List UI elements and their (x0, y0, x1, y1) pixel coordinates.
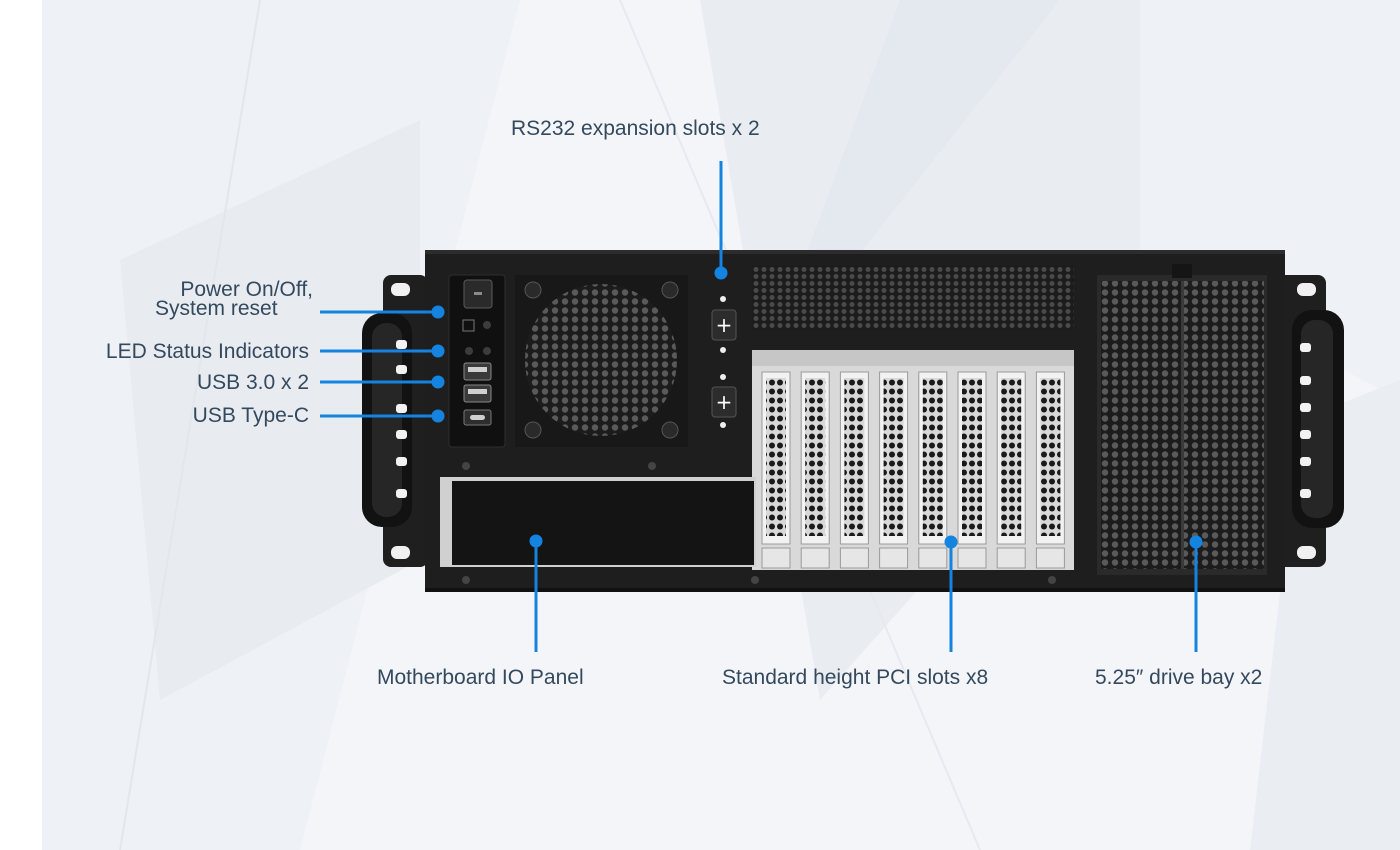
power-label-line2: System reset (155, 297, 278, 320)
reset-button (462, 319, 475, 332)
pci-label: Standard height PCI slots x8 (722, 666, 989, 689)
rs232-label: RS232 expansion slots x 2 (511, 117, 760, 140)
pci-slots (761, 371, 1065, 569)
led-label: LED Status Indicators (105, 340, 309, 363)
rs232-knockouts: + + (711, 296, 737, 428)
pci-slot-cover (918, 371, 948, 569)
pci-slot-cover (800, 371, 830, 569)
io-panel-opening (440, 477, 756, 567)
pci-slot-cover (957, 371, 987, 569)
pci-slot-cover (761, 371, 791, 569)
drive-bays (1097, 264, 1267, 575)
drive-bay-label: 5.25″ drive bay x2 (1095, 666, 1263, 689)
pci-slot-cover (839, 371, 869, 569)
pci-slot-cover (996, 371, 1026, 569)
pci-slot-cover (1035, 371, 1065, 569)
svg-text:+: + (716, 390, 733, 414)
io-panel-label: Motherboard IO Panel (377, 666, 584, 689)
svg-text:+: + (716, 313, 733, 337)
top-vent (752, 265, 1074, 330)
led-indicator (483, 321, 491, 329)
pci-slot-cover (879, 371, 909, 569)
right-handle (1292, 310, 1344, 528)
led-indicator (465, 347, 473, 355)
front-io-module (448, 274, 506, 448)
usbc-label: USB Type-C (192, 404, 309, 427)
power-label-line1: Power On/Off, (180, 278, 313, 301)
led-indicator (483, 347, 491, 355)
usb3-label: USB 3.0 x 2 (196, 371, 309, 394)
callout-lines (320, 161, 1203, 652)
right-handle-holes (1300, 343, 1311, 498)
fan-grille (515, 275, 688, 447)
left-handle-holes (396, 340, 407, 498)
